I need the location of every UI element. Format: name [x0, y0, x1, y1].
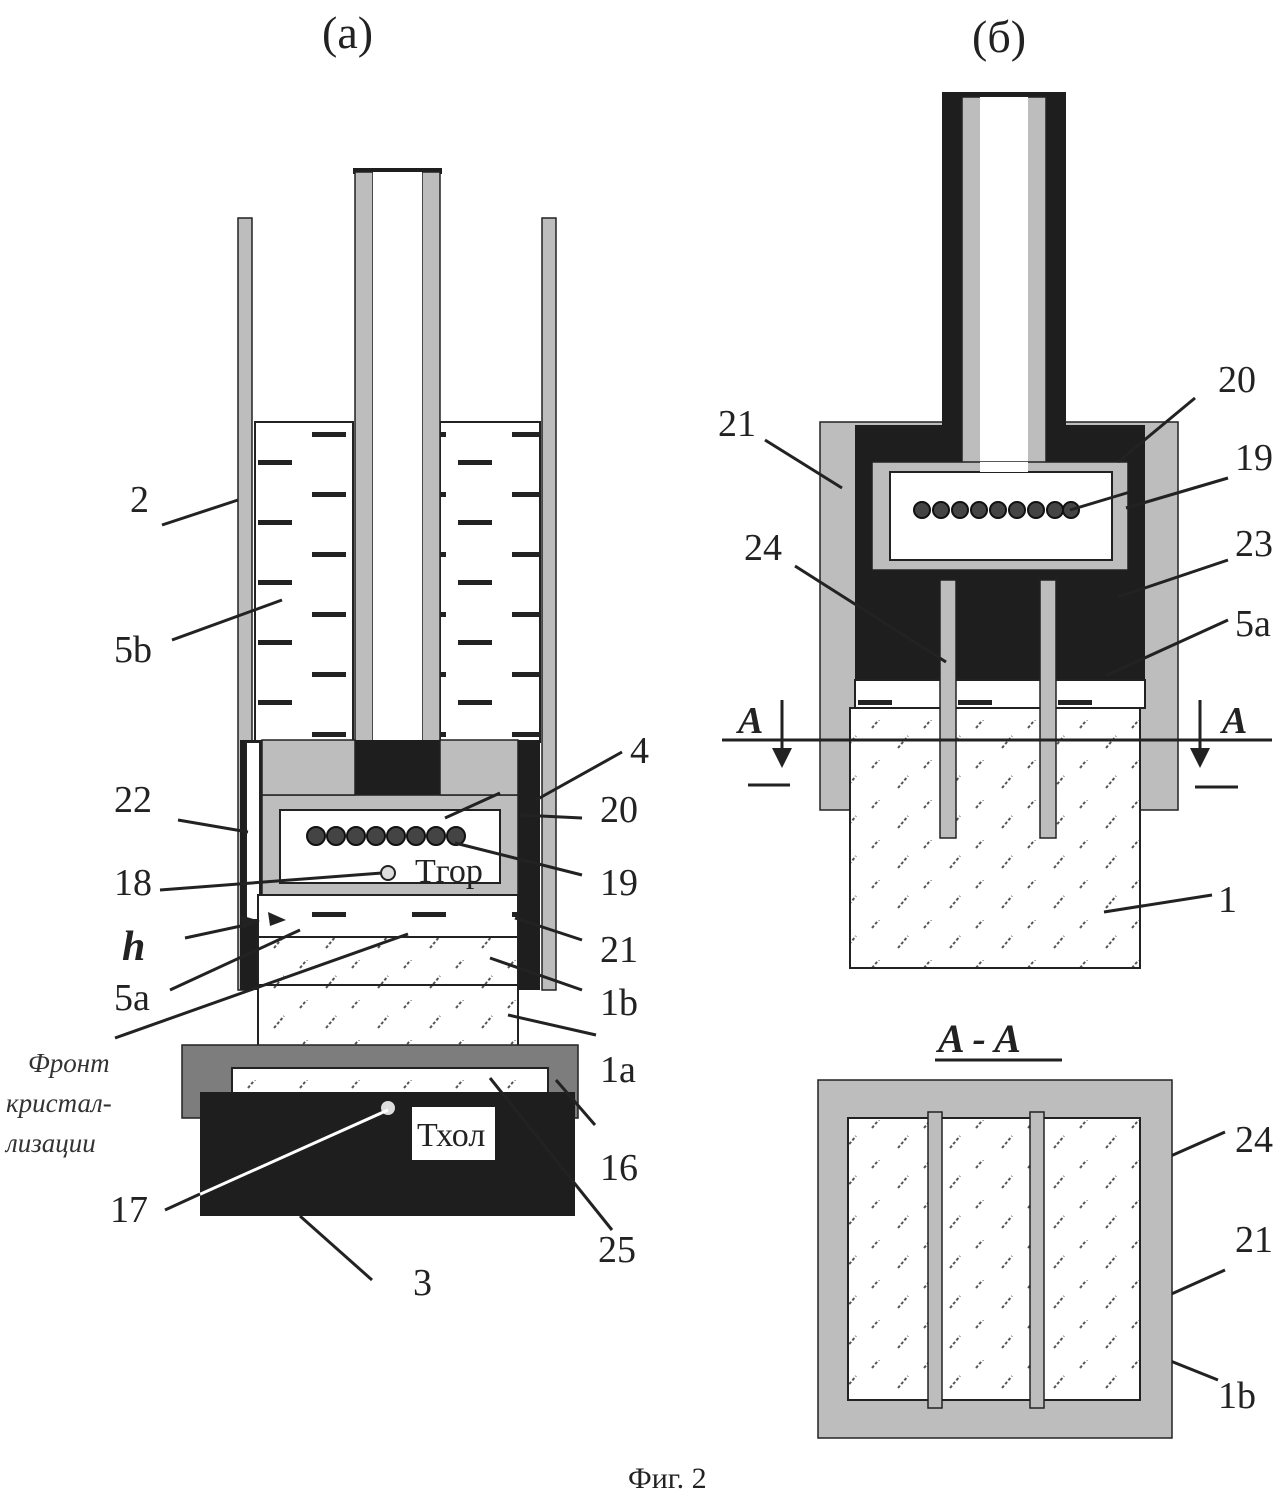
section-arrow-left [772, 748, 792, 768]
tube-2-right-wall [542, 218, 556, 990]
section-label-24: 24 [1235, 1119, 1273, 1161]
section-plate-24-left [928, 1112, 942, 1408]
panel-b: (б) A A 20 21 19 24 23 5a 1 A - A 24 21 … [718, 11, 1273, 1438]
section-label-21: 21 [1235, 1219, 1273, 1261]
label-1-b: 1 [1218, 879, 1237, 921]
rod-bore [373, 172, 422, 812]
label-2: 2 [130, 479, 149, 521]
crystal-1 [850, 708, 1140, 968]
label-19-b: 19 [1235, 437, 1273, 479]
label-18: 18 [114, 862, 152, 904]
label-1b: 1b [600, 982, 638, 1024]
label-24-b: 24 [744, 527, 782, 569]
label-5a-b: 5a [1235, 603, 1271, 645]
label-4: 4 [630, 730, 649, 772]
section-plate-24-right [1030, 1112, 1044, 1408]
section-crystal-1b [848, 1118, 1140, 1400]
rod-b-bore [980, 97, 1028, 467]
temp-hot-label: Тгор [415, 853, 483, 890]
melt-5b-right [440, 422, 540, 742]
label-h: h [122, 924, 145, 970]
front-label-line2: кристал- [6, 1088, 112, 1118]
label-22: 22 [114, 779, 152, 821]
panel-a: (а) Тгор Тхол 2 5b 4 22 20 18 19 h 21 5a… [4, 7, 649, 1304]
section-title: A - A [935, 1016, 1021, 1061]
panel-a-title: (а) [322, 7, 373, 58]
section-arrow-right [1190, 748, 1210, 768]
plate-24-right [1040, 580, 1056, 838]
label-20: 20 [600, 789, 638, 831]
rod-left-wall [355, 172, 373, 752]
melt-5b-left [255, 422, 353, 742]
thermocouple-18 [381, 866, 395, 880]
label-25: 25 [598, 1229, 636, 1271]
plate-24-left [940, 580, 956, 838]
section-a-right: A [1220, 700, 1247, 742]
label-20-b: 20 [1218, 359, 1256, 401]
label-5a: 5a [114, 977, 150, 1019]
crystal-1b [258, 937, 518, 985]
label-21: 21 [600, 929, 638, 971]
label-17: 17 [110, 1189, 148, 1231]
front-label-line1: Фронт [28, 1048, 110, 1078]
front-label-line3: лизации [4, 1128, 96, 1158]
label-3: 3 [413, 1262, 432, 1304]
label-19: 19 [600, 862, 638, 904]
section-label-1b: 1b [1218, 1375, 1256, 1417]
label-16: 16 [600, 1147, 638, 1189]
rod-right-wall [422, 172, 440, 752]
figure-caption: Фиг. 2 [628, 1462, 707, 1495]
label-5b: 5b [114, 629, 152, 671]
panel-b-title: (б) [972, 11, 1026, 62]
melt-5a-b [855, 680, 1145, 708]
label-23-b: 23 [1235, 523, 1273, 565]
label-21-b: 21 [718, 403, 756, 445]
temp-cold-label: Тхол [417, 1117, 485, 1154]
heater-elements-b [914, 502, 1079, 518]
label-1a: 1a [600, 1049, 636, 1091]
section-a-left: A [736, 700, 763, 742]
